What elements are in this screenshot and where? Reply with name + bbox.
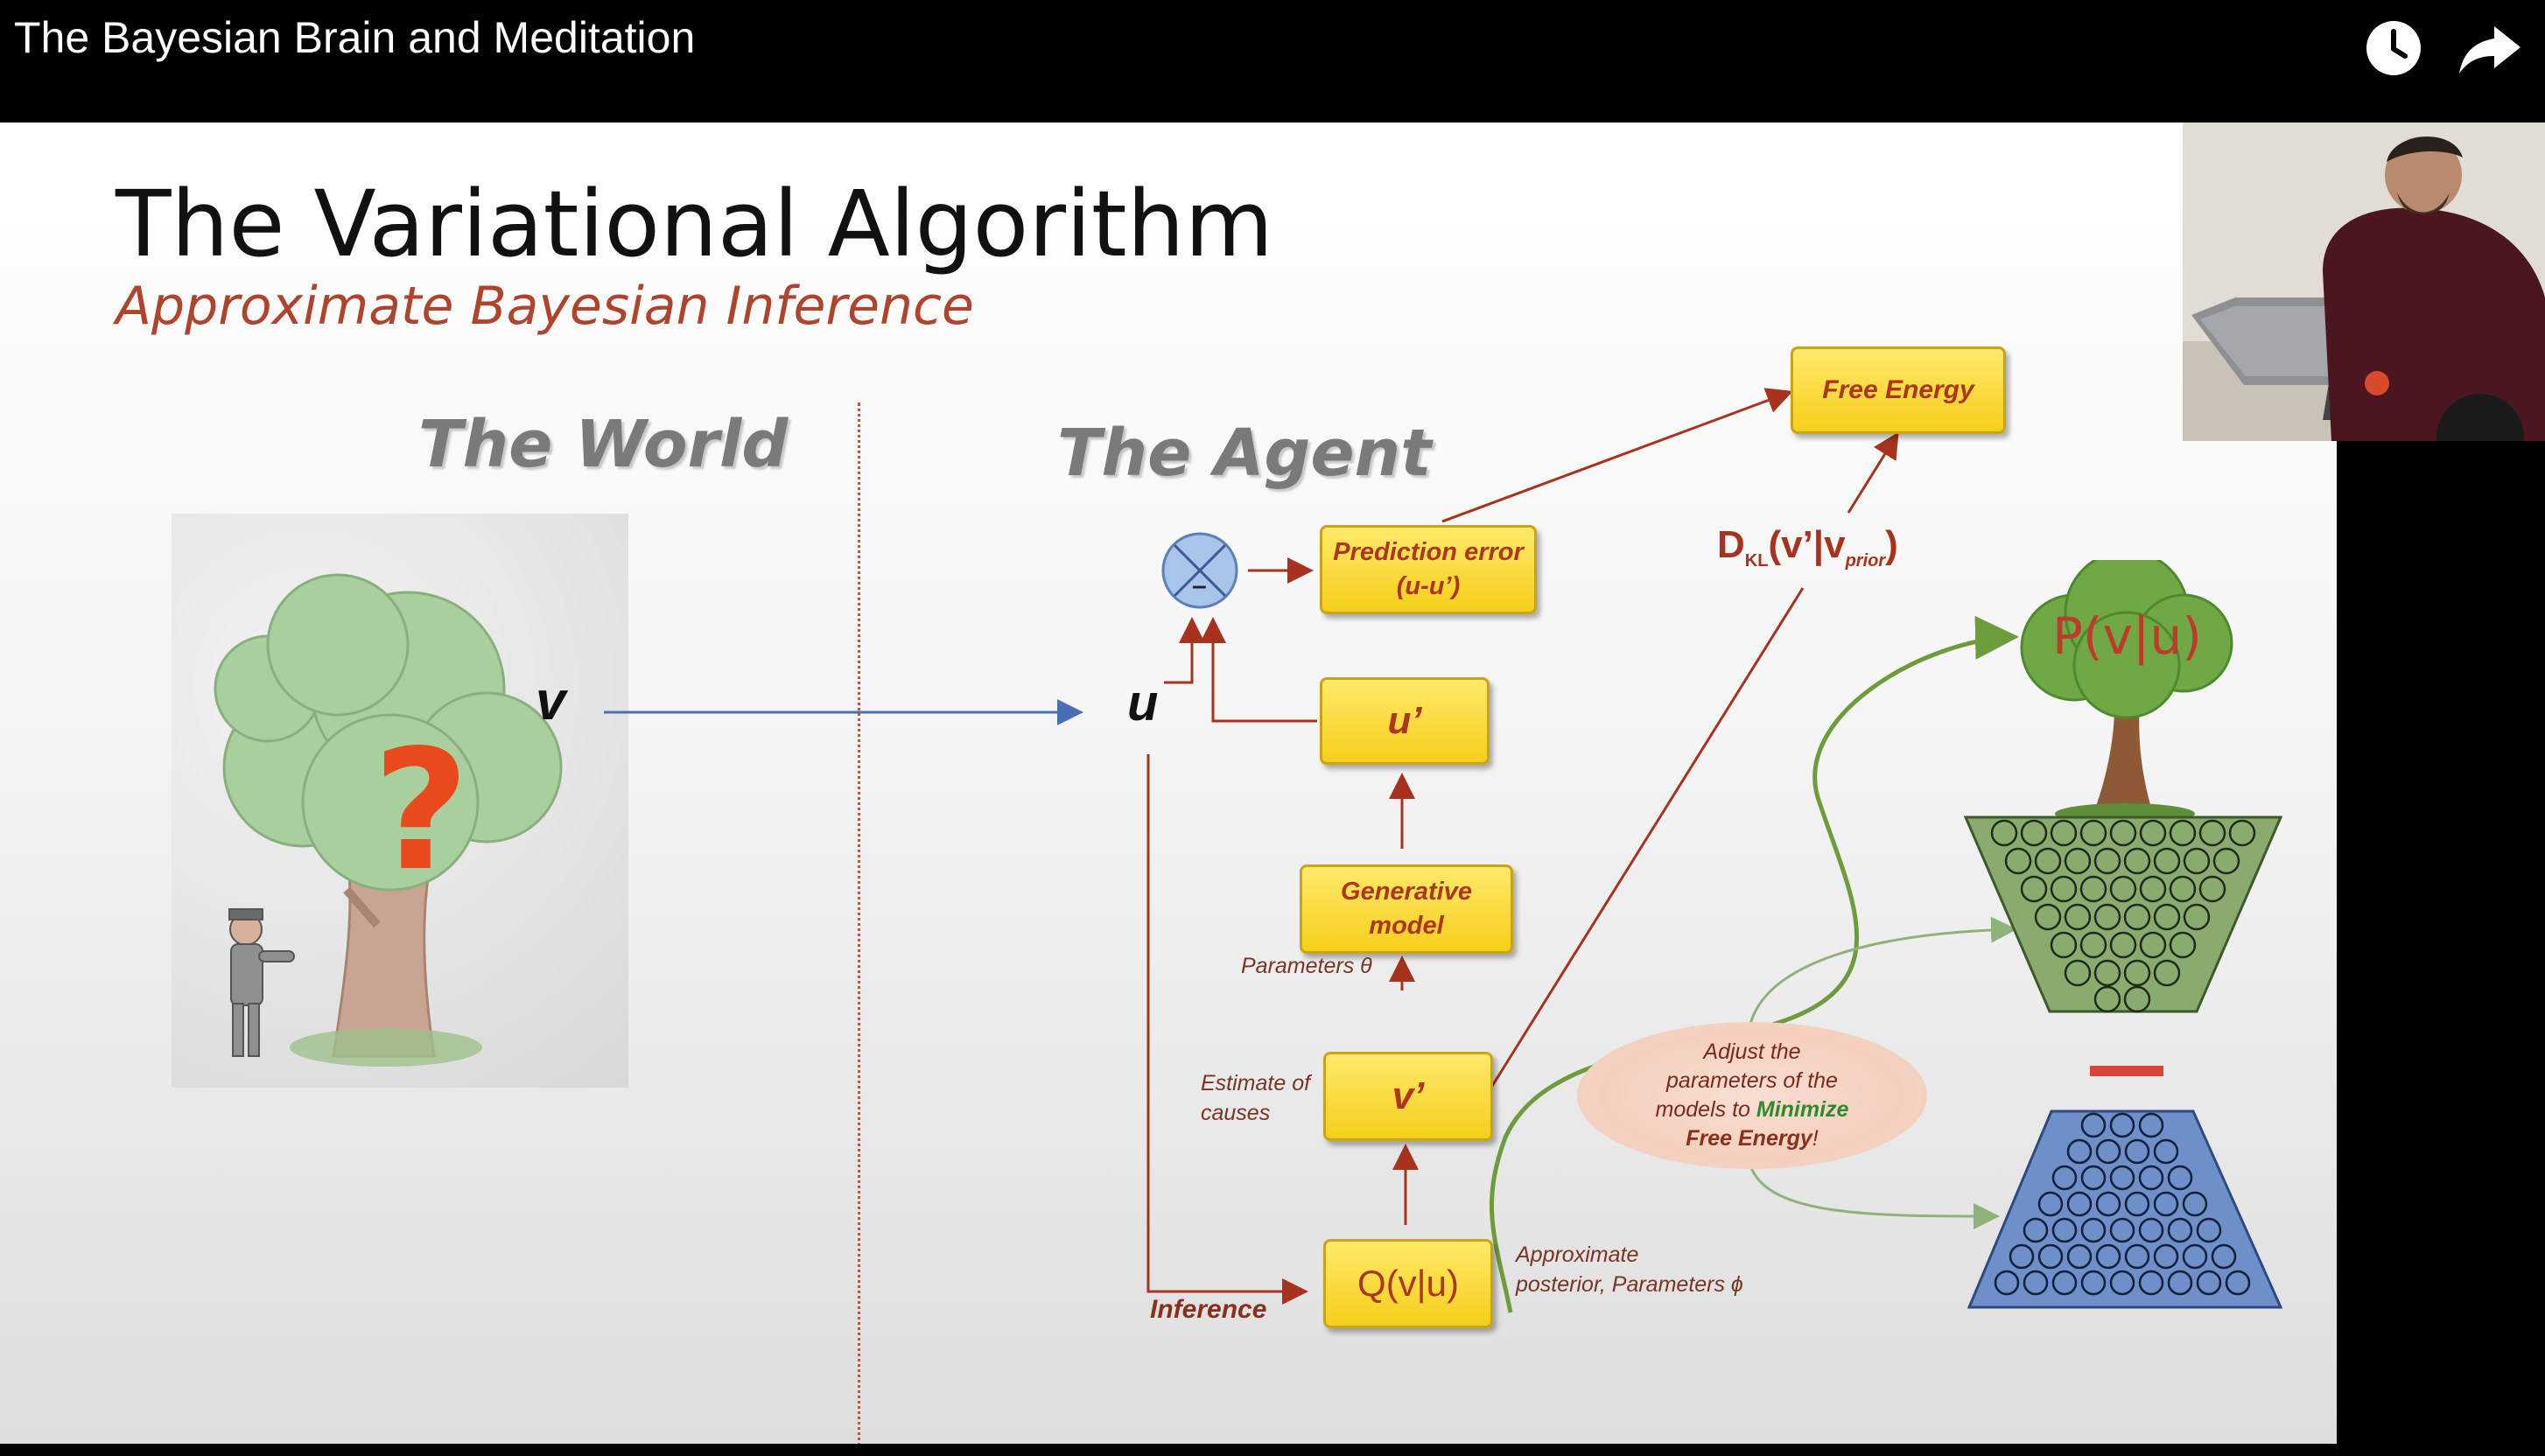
video-title[interactable]: The Bayesian Brain and Meditation [14,13,696,62]
agent-diagram-arrows [604,388,2163,1313]
comparator-circle: – [1160,531,1239,610]
adjust-line2: parameters of the [1666,1068,1838,1093]
u-prime-box: u’ [1320,677,1490,765]
watch-later-icon-svg [2366,21,2421,75]
inference-label: Inference [1150,1295,1267,1324]
comparator-minus-sign: – [1192,571,1207,600]
agent-heading: The Agent [1057,416,1432,491]
approx-line2: posterior, Parameters ϕ [1516,1271,1743,1297]
adjust-line1: Adjust the [1703,1039,1801,1064]
world-variable-v: v [536,671,566,732]
generative-model-line2: model [1369,912,1444,940]
tree-illustration-svg: ? [214,573,563,1067]
prediction-error-line1: Prediction error [1333,537,1524,566]
player-bottom-bar [0,1444,2545,1456]
approx-line1: Approximate [1516,1242,1639,1267]
q-posterior-box-label: Q(v|u) [1357,1262,1459,1304]
generative-model-line1: Generative [1341,877,1472,906]
green-inverted-cone-svg [1963,816,2283,1013]
kl-divergence-label: DKL(v’|vprior) [1717,523,1898,571]
comparator-circle-svg [1161,532,1238,609]
world-illustration: ? [172,514,628,1088]
share-icon[interactable] [2450,9,2529,88]
dkl-mid: (v’|v [1768,523,1846,566]
dkl-subscript: KL [1744,550,1769,570]
parameters-theta-label: Parameters θ [1241,954,1372,978]
dkl-end: ) [1885,523,1898,566]
prediction-error-line2: (u-u’) [1396,572,1461,600]
estimate-line1: Estimate of [1201,1071,1311,1096]
free-energy-box: Free Energy [1791,346,2006,434]
posterior-p-label: P(v|u) [2052,606,2202,666]
adjust-free-energy: Free Energy [1686,1126,1812,1152]
q-posterior-box: Q(v|u) [1323,1239,1493,1328]
posterior-tree-svg [2020,560,2233,822]
question-mark: ? [373,714,469,907]
share-icon-svg [2459,26,2520,74]
dkl-prior-subscript: prior [1845,550,1886,570]
world-agent-divider [858,402,860,1444]
adjust-line4: Free Energy! [1656,1124,1849,1153]
u-prime-box-label: u’ [1387,699,1422,743]
watch-later-icon[interactable] [2354,9,2433,88]
v-prime-box: v’ [1323,1052,1493,1141]
world-heading: The World [418,407,789,482]
free-energy-box-label: Free Energy [1822,374,1974,404]
approximate-posterior-label: Approximate posterior, Parameters ϕ [1516,1241,1743,1300]
generative-model-box: Generative model [1300,864,1513,954]
player-top-bar: The Bayesian Brain and Meditation [0,0,2545,122]
speaker-webcam [2183,122,2545,441]
presentation-slide: The Variational Algorithm Approximate Ba… [0,122,2337,1444]
adjust-line3: models to Minimize [1656,1096,1849,1124]
observation-u: u [1127,675,1159,732]
adjust-parameters-bubble: Adjust the parameters of the models to M… [1577,1022,1927,1169]
adjust-minimize: Minimize [1756,1097,1849,1122]
slide-subtitle: Approximate Bayesian Inference [116,276,974,337]
v-prime-box-label: v’ [1392,1074,1425,1118]
estimate-line2: causes [1201,1100,1271,1125]
blue-cone-svg [1967,1110,2283,1309]
dkl-d: D [1717,523,1745,566]
video-letterbox-right [2337,441,2545,1456]
speaker-webcam-svg [2183,122,2545,441]
adjust-exclaim: ! [1812,1126,1819,1152]
slide-title: The Variational Algorithm [116,171,1273,277]
adjust-line3a: models to [1655,1097,1756,1122]
prediction-error-box: Prediction error (u-u’) [1320,525,1537,614]
estimate-of-causes-label: Estimate of causes [1201,1069,1310,1129]
